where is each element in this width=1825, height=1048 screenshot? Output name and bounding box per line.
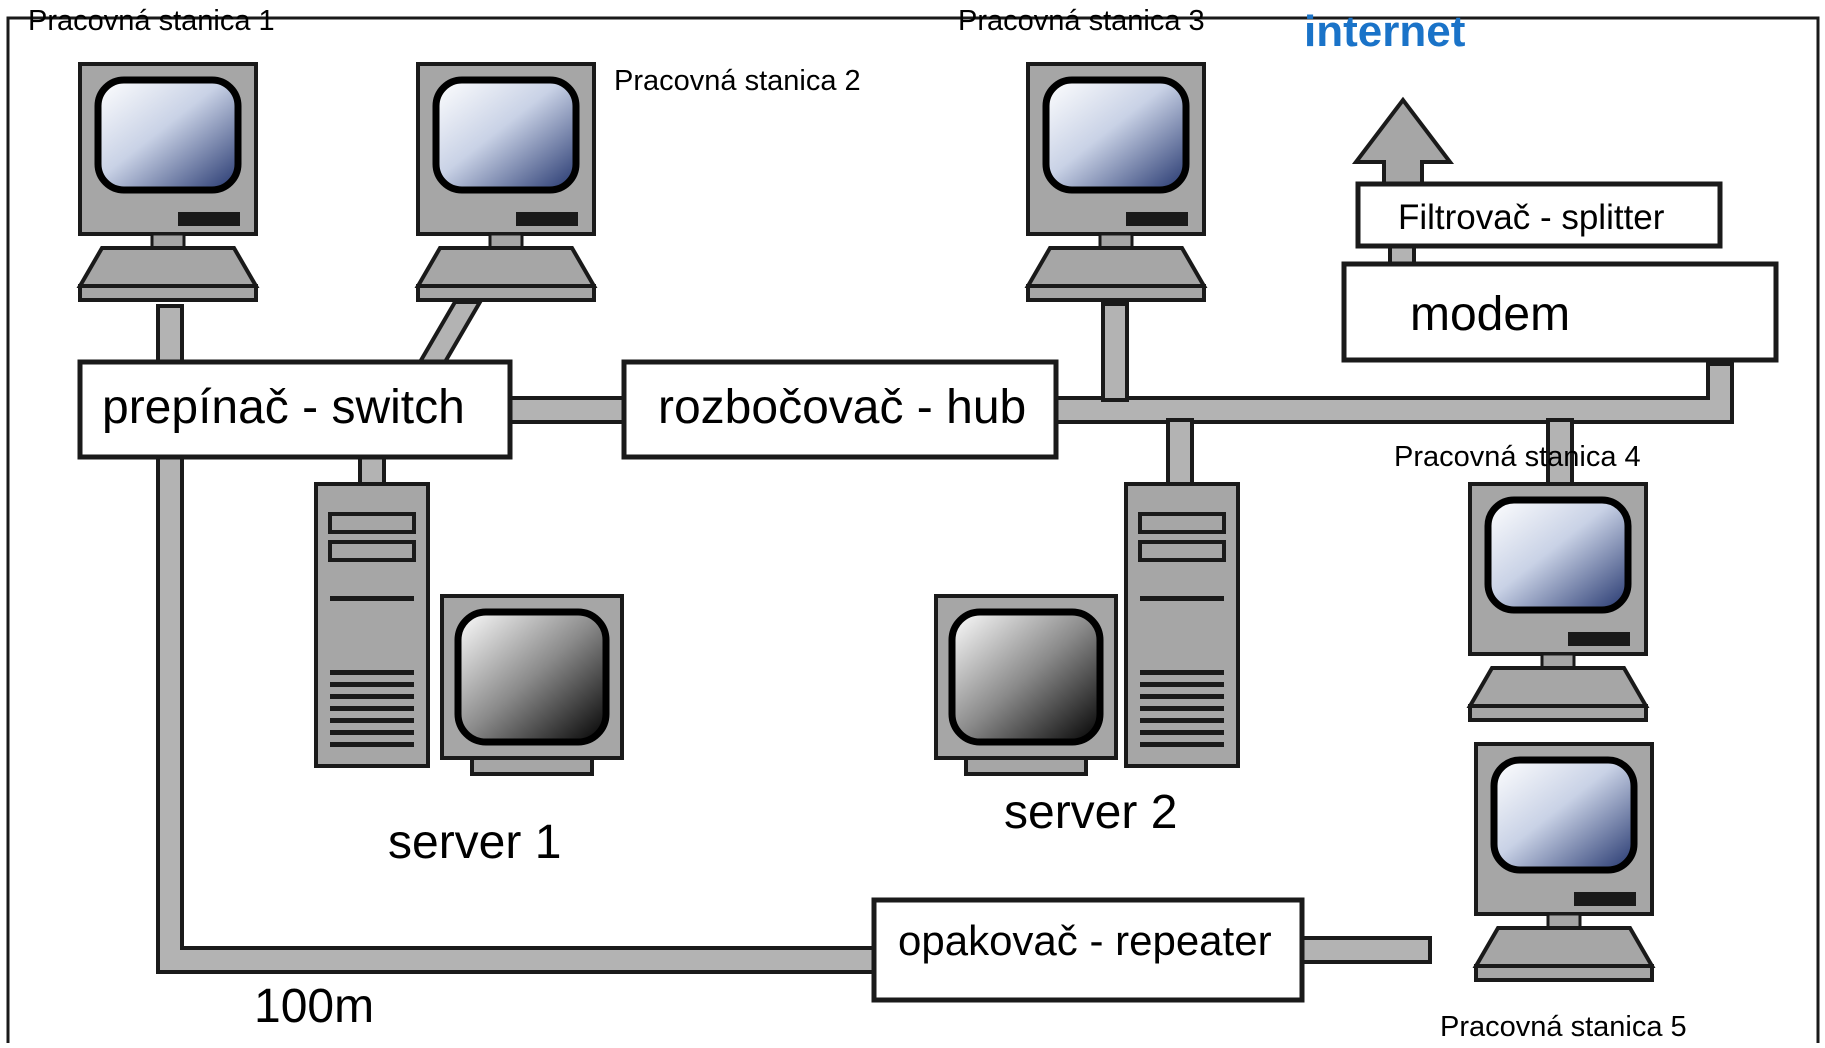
diagram-frame	[6, 16, 1820, 1048]
repeater-box: opakovač - repeater	[871, 897, 1305, 1003]
modem-box: modem	[1341, 261, 1779, 363]
modem-label: modem	[1410, 288, 1570, 341]
switch-box: prepínač - switch	[77, 359, 513, 460]
tower-server-icon-server1	[314, 482, 622, 774]
cable-ws3	[1101, 302, 1129, 402]
distance-label: 100m	[254, 980, 374, 1033]
cable-ws1	[156, 304, 184, 364]
workstation-4-label: Pracovná stanica 4	[1394, 441, 1641, 473]
desktop-computer-icon-ws3	[1028, 64, 1204, 300]
desktop-computer-icon-ws1	[80, 64, 256, 300]
internet-label: internet	[1304, 7, 1466, 56]
cable-repeater-right	[1298, 936, 1432, 964]
desktop-computer-icon-ws2	[418, 64, 594, 300]
switch-label: prepínač - switch	[102, 381, 465, 434]
splitter-box: Filtrovač - splitter	[1355, 181, 1723, 249]
desktop-computer-icon-ws5	[1476, 744, 1652, 980]
workstation-2-label: Pracovná stanica 2	[614, 65, 861, 97]
workstation-5-label: Pracovná stanica 5	[1440, 1011, 1687, 1043]
server-2-label: server 2	[1004, 786, 1177, 839]
cable-ws4	[1546, 418, 1574, 488]
splitter-label: Filtrovač - splitter	[1398, 198, 1665, 237]
workstation-3-label: Pracovná stanica 3	[958, 5, 1205, 37]
workstation-1-label: Pracovná stanica 1	[28, 5, 275, 37]
up-arrow-icon	[1351, 96, 1455, 188]
repeater-label: opakovač - repeater	[898, 917, 1272, 964]
cable-backbone	[1053, 362, 1734, 424]
desktop-computer-icon-ws4	[1470, 484, 1646, 720]
hub-label: rozbočovač - hub	[658, 381, 1026, 434]
hub-box: rozbočovač - hub	[621, 359, 1059, 460]
cable-switch-hub	[508, 396, 630, 424]
cable-ws2	[416, 300, 484, 364]
tower-server-icon-server2	[936, 482, 1240, 774]
cable-server2	[1166, 418, 1194, 488]
server-1-label: server 1	[388, 816, 561, 869]
